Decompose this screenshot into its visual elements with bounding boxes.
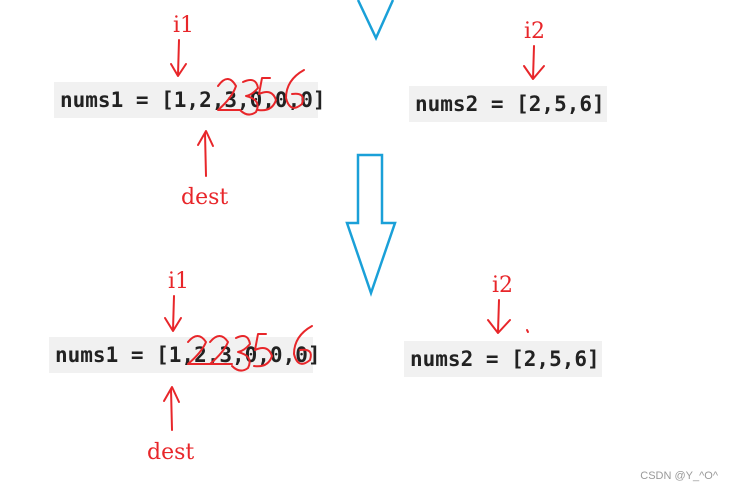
i2-pointer-arrow — [523, 45, 545, 80]
dest-pointer-arrow — [163, 386, 180, 431]
flow-arrow-top — [356, 0, 395, 41]
nums2-array: nums2 = [2,5,6] — [409, 86, 607, 122]
pointer-i2-label: i2 — [492, 273, 514, 298]
dest-pointer-label: dest — [147, 440, 195, 465]
watermark: CSDN @Y_^O^ — [640, 470, 718, 482]
dest-pointer-label: dest — [181, 185, 229, 210]
flow-arrow-down — [345, 153, 397, 297]
pointer-i1-label: i1 — [173, 13, 195, 38]
i1-pointer-arrow — [170, 39, 187, 77]
i1-pointer-arrow — [164, 295, 182, 332]
pointer-i2-label: i2 — [524, 19, 546, 44]
pointer-i1-label: i1 — [168, 269, 190, 294]
i2-pointer-arrow — [487, 299, 511, 334]
nums2-array: nums2 = [2,5,6] — [404, 341, 602, 377]
nums1-array: nums1 = [1,2,3,0,0,0] — [49, 337, 321, 373]
nums1-array: nums1 = [1,2,3,0,0,0] — [54, 82, 326, 118]
dest-pointer-arrow — [197, 130, 214, 177]
